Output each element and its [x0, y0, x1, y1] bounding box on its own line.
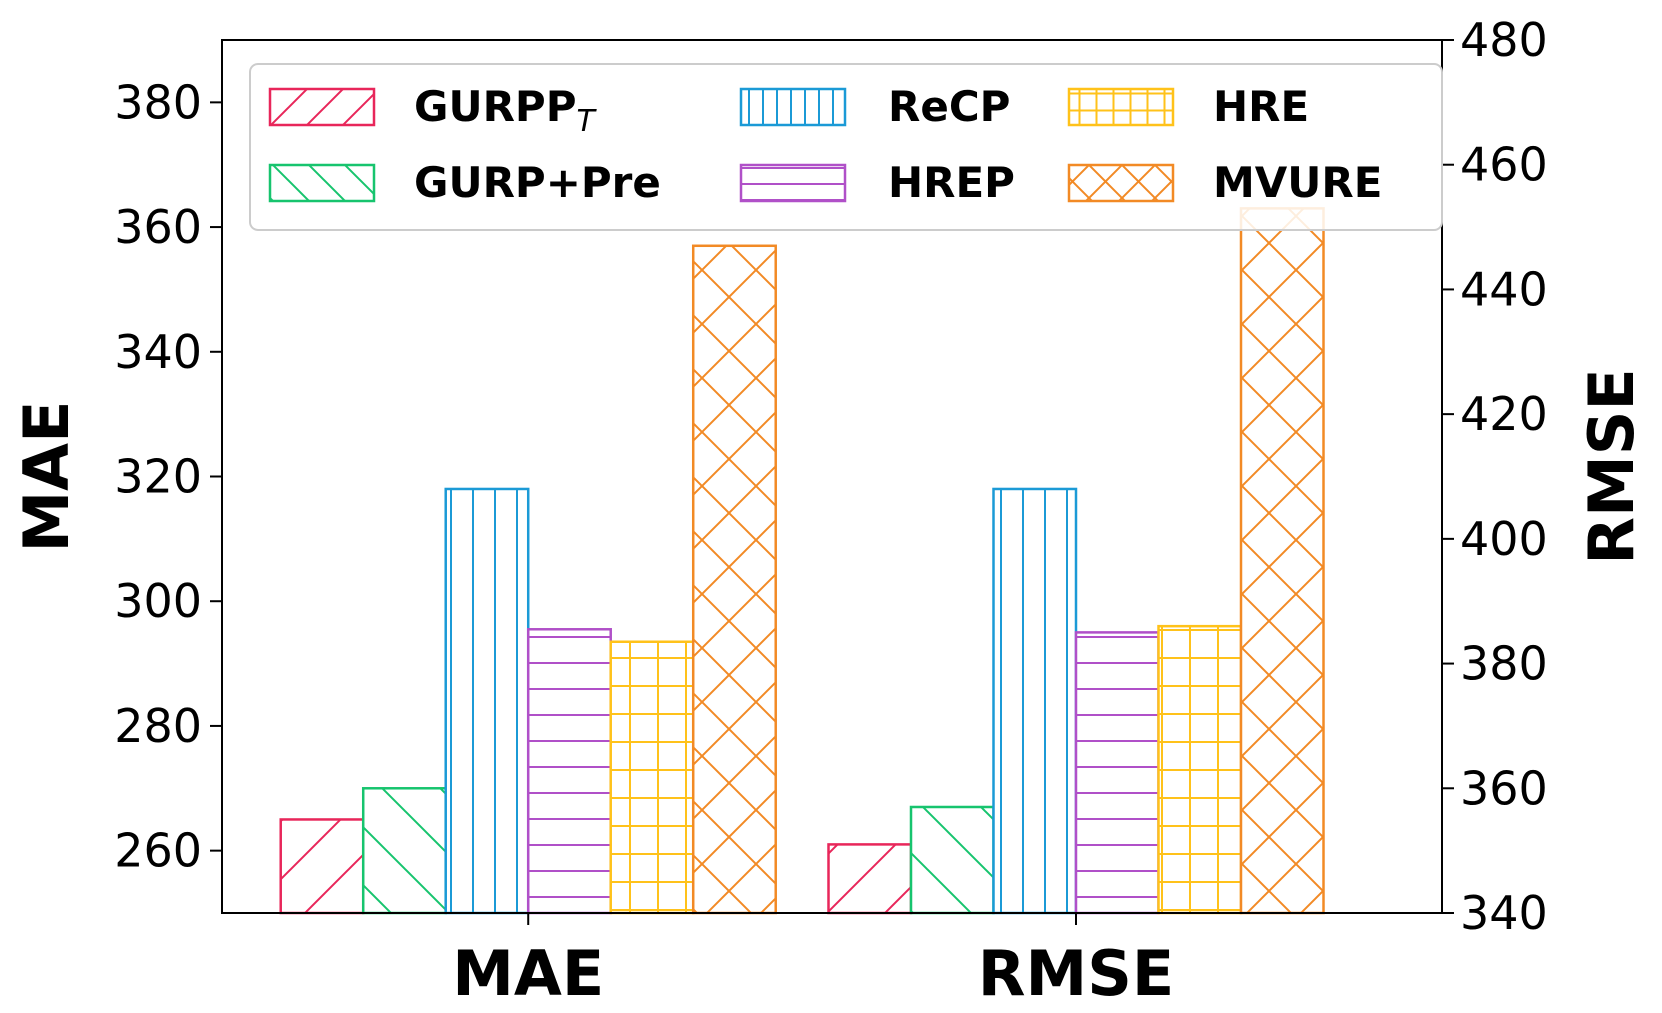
left-tick-label: 360: [114, 200, 202, 254]
bar-hrep-rmse: [1074, 631, 1160, 915]
right-axis: 340 360 380 400 420 440 460 480: [1442, 13, 1548, 940]
bar-hre-mae: [609, 640, 695, 915]
category-labels: MAE RMSE: [452, 913, 1174, 1010]
legend-swatch: [268, 87, 376, 127]
right-tick-label: 480: [1460, 13, 1548, 67]
bar-mvure-rmse: [1239, 207, 1325, 915]
right-tick-label: 340: [1460, 886, 1548, 940]
bar-gurp-pre-rmse: [909, 805, 995, 915]
bar-hre-rmse: [1157, 624, 1243, 915]
bar-gurp-pre-mae: [361, 787, 447, 915]
legend-swatch: [739, 163, 847, 203]
legend-label: GURP+Pre: [414, 158, 661, 207]
left-axis: 260 280 300 320 340 360 380: [114, 75, 222, 878]
legend-swatch: [1067, 87, 1175, 127]
left-tick-label: 380: [114, 75, 202, 129]
legend-swatch: [739, 87, 847, 127]
right-tick-label: 440: [1460, 262, 1548, 316]
left-tick-label: 320: [114, 450, 202, 504]
left-axis-title: MAE: [10, 400, 83, 552]
legend-label: GURPPT: [414, 82, 597, 139]
bars-layer: [279, 207, 1325, 915]
bar-hrep-mae: [526, 628, 612, 915]
legend-swatch: [268, 163, 376, 203]
legend: GURPPT GURP+Pre ReCP HREP HRE MVURE: [249, 63, 1443, 231]
legend-label: HREP: [888, 158, 1015, 207]
category-label: RMSE: [978, 937, 1174, 1010]
legend-subscript: T: [576, 104, 597, 139]
bar-gurpp-mae: [279, 818, 365, 915]
bar-mvure-mae: [691, 244, 777, 915]
left-tick-label: 340: [114, 325, 202, 379]
left-tick-label: 300: [114, 574, 202, 628]
legend-label: ReCP: [888, 82, 1010, 131]
left-tick-label: 280: [114, 699, 202, 753]
category-label: MAE: [452, 937, 604, 1010]
right-tick-label: 400: [1460, 512, 1548, 566]
right-tick-label: 420: [1460, 387, 1548, 441]
bar-recp-mae: [444, 487, 530, 915]
legend-label: MVURE: [1213, 158, 1382, 207]
right-axis-title: RMSE: [1575, 368, 1648, 564]
bar-gurpp-rmse: [827, 843, 913, 915]
legend-swatch: [1067, 163, 1175, 203]
left-tick-label: 260: [114, 824, 202, 878]
bar-recp-rmse: [992, 487, 1078, 915]
right-tick-label: 380: [1460, 637, 1548, 691]
right-tick-label: 460: [1460, 138, 1548, 192]
legend-label: HRE: [1213, 82, 1309, 131]
right-tick-label: 360: [1460, 761, 1548, 815]
